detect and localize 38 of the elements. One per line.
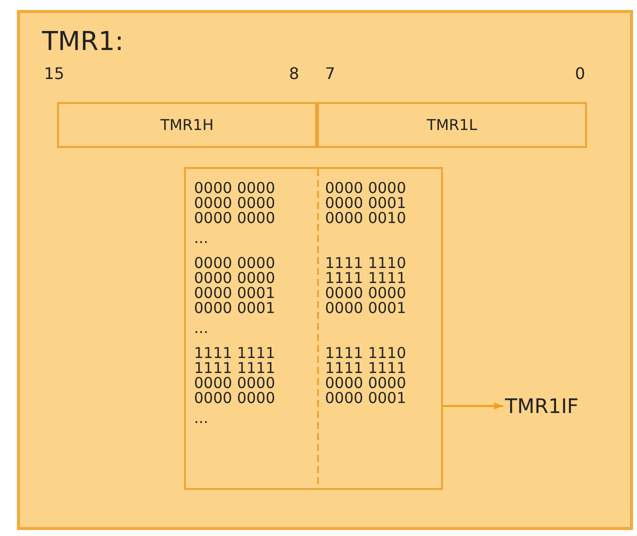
- binary-value: 0000 0000: [194, 211, 276, 226]
- ellipsis: ...: [194, 231, 208, 246]
- bit-number: 0: [575, 66, 586, 81]
- register-panel: [17, 10, 633, 530]
- binary-value: 1111 1111: [325, 271, 406, 286]
- binary-value: 0000 0001: [325, 391, 406, 406]
- binary-value: 0000 0000: [325, 376, 406, 391]
- arrow: [443, 402, 503, 410]
- binary-value: 0000 0001: [325, 196, 406, 211]
- flag-name: TMR1IF: [505, 394, 578, 418]
- binary-value: 0000 0000: [194, 376, 276, 391]
- register-title: TMR1:: [42, 27, 124, 57]
- binary-value: 0000 0001: [325, 301, 406, 316]
- count-table: [184, 167, 443, 490]
- ellipsis: ...: [194, 411, 208, 426]
- field-name: TMR1L: [426, 116, 478, 134]
- binary-value: 0000 0000: [194, 391, 276, 406]
- binary-value: 1111 1111: [194, 361, 276, 376]
- binary-value: 1111 1111: [325, 361, 406, 376]
- binary-value: 0000 0010: [325, 211, 406, 226]
- binary-value: 0000 0000: [325, 181, 406, 196]
- field-name: TMR1H: [160, 116, 214, 134]
- register-field: [57, 102, 317, 148]
- binary-value: 0000 0001: [194, 286, 276, 301]
- binary-value: 0000 0000: [194, 196, 276, 211]
- binary-value: 0000 0000: [194, 271, 276, 286]
- register-field: [317, 102, 587, 148]
- binary-value: 0000 0001: [194, 301, 276, 316]
- bit-number: 8: [289, 66, 300, 81]
- binary-value: 1111 1110: [325, 256, 406, 271]
- ellipsis: ...: [194, 321, 208, 336]
- bit-number: 15: [44, 66, 64, 81]
- binary-value: 1111 1110: [325, 346, 406, 361]
- binary-value: 1111 1111: [194, 346, 276, 361]
- binary-value: 0000 0000: [194, 181, 276, 196]
- binary-value: 0000 0000: [325, 286, 406, 301]
- binary-value: 0000 0000: [194, 256, 276, 271]
- bit-number: 7: [325, 66, 336, 81]
